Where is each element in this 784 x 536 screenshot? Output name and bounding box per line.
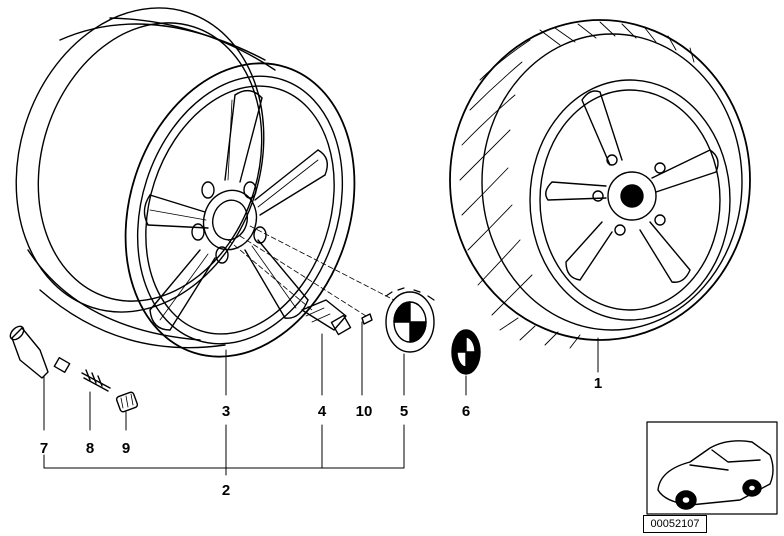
callout-5: 5 [399, 403, 409, 420]
callout-3: 3 [221, 403, 231, 420]
callout-1: 1 [593, 375, 603, 392]
leader-lines [43, 321, 599, 476]
diagram-part-number: 00052107 [643, 515, 707, 533]
callout-9: 9 [121, 440, 131, 457]
valve-insert [81, 369, 111, 392]
callout-8: 8 [85, 440, 95, 457]
hub-cap-with-bracket [385, 287, 435, 353]
callout-4: 4 [317, 403, 327, 420]
vehicle-location-inset [646, 421, 778, 515]
callout-2: 2 [221, 482, 231, 499]
callout-7: 7 [39, 440, 49, 457]
complete-wheel-with-tyre [449, 19, 751, 349]
wheel-bolt [301, 299, 352, 336]
retaining-clip [361, 313, 373, 325]
valve-cap [115, 391, 139, 413]
callout-6: 6 [461, 403, 471, 420]
tyre-valve [9, 325, 71, 379]
callout-10: 10 [355, 403, 373, 420]
explode-lines [227, 225, 395, 317]
bmw-emblem [451, 329, 481, 375]
